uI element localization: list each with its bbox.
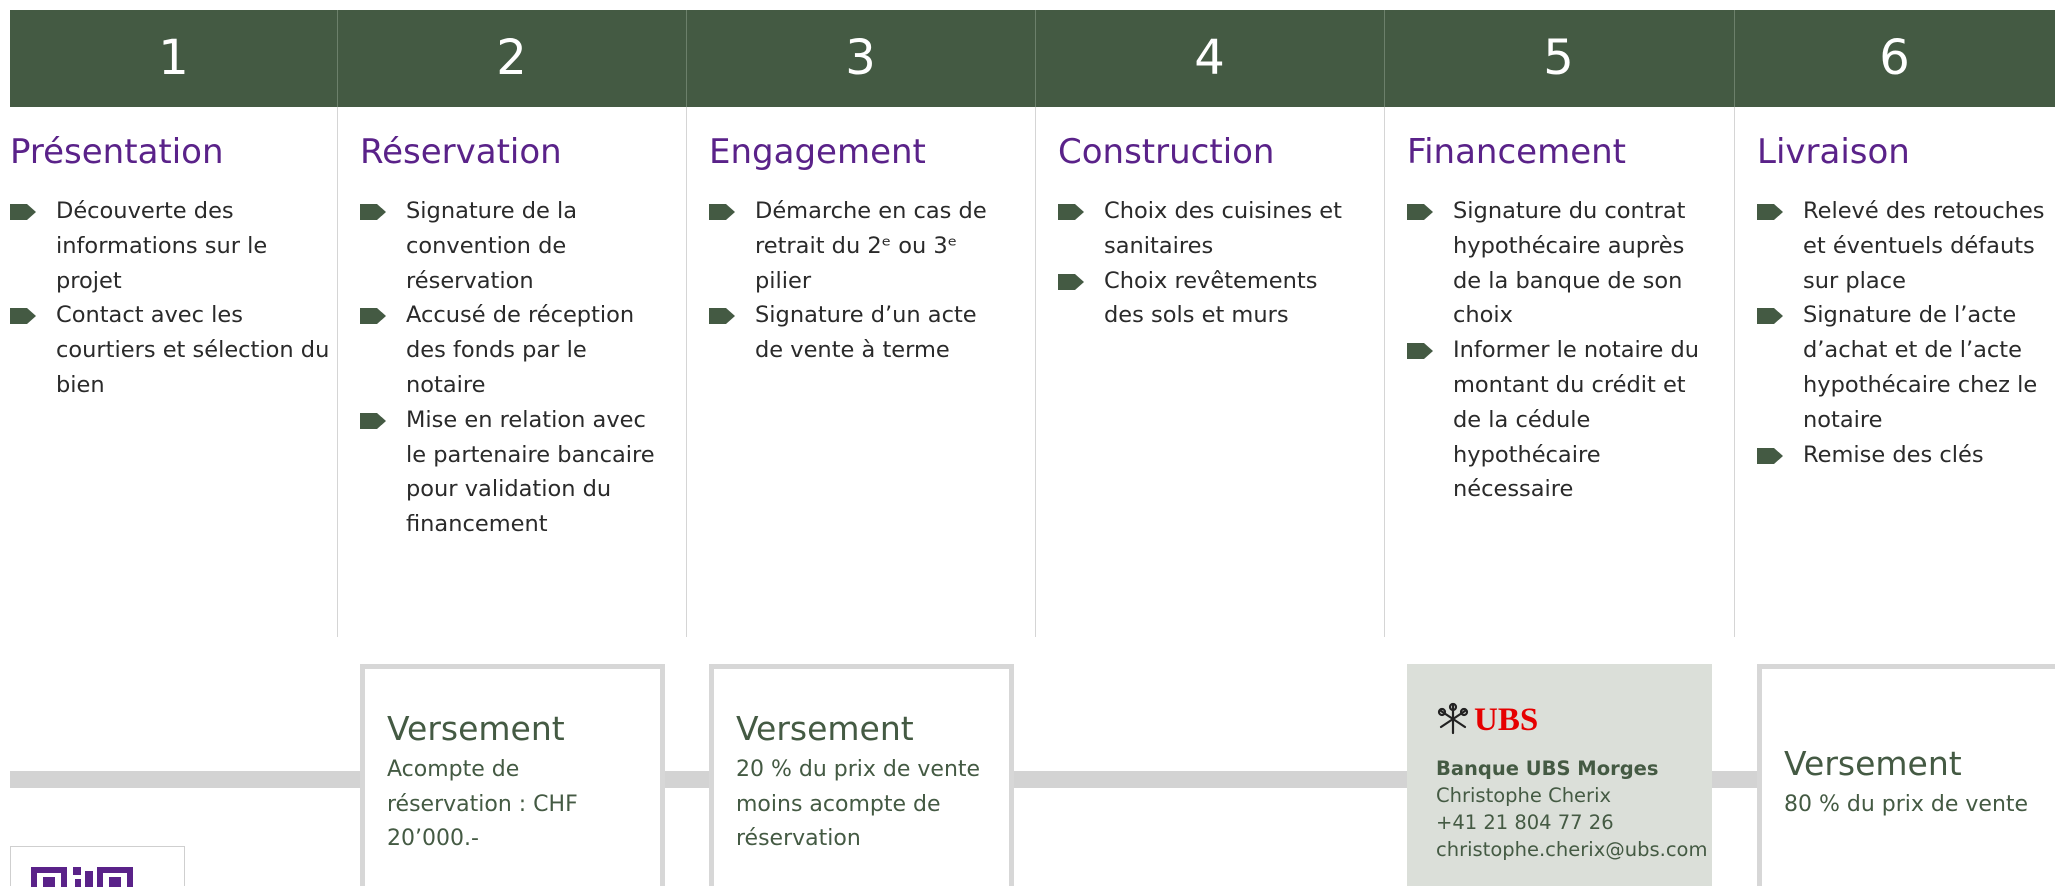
header-divider <box>1734 10 1735 107</box>
list-item: Signature de la convention de réservatio… <box>360 194 660 298</box>
timeline-segment <box>665 771 715 788</box>
bank-name: Banque UBS Morges <box>1436 757 1659 780</box>
step-title: Réservation <box>360 132 562 172</box>
contact-email[interactable]: christophe.cherix@ubs.com <box>1436 838 1708 861</box>
header-divider <box>686 10 687 107</box>
header-divider <box>1384 10 1385 107</box>
step-number: 2 <box>496 30 527 86</box>
step-title: Construction <box>1058 132 1275 172</box>
step-bullet-list: Signature du contrat hypothécaire auprès… <box>1407 194 1707 507</box>
tag-arrow-icon <box>1407 204 1433 220</box>
timeline-segment <box>10 771 363 788</box>
bank-contact-card: UBS Banque UBS Morges Christophe Cherix … <box>1407 664 1712 886</box>
list-item: Signature d’un acte de vente à terme <box>709 298 1009 368</box>
payment-box-engagement: Versement 20 % du prix de vente moins ac… <box>709 664 1014 886</box>
tag-arrow-icon <box>360 204 386 220</box>
step-bullet-list: Relevé des retouches et éventuels défaut… <box>1757 194 2055 472</box>
step-column-1: 1 Présentation Découverte des informatio… <box>10 10 337 637</box>
tag-arrow-icon <box>360 308 386 325</box>
tag-arrow-icon <box>1757 447 1783 464</box>
list-item: Choix revêtements des sols et murs <box>1058 264 1358 334</box>
column-divider <box>1734 10 1735 637</box>
step-bullet-list: Découverte des informations sur le proje… <box>10 194 337 403</box>
tag-arrow-icon <box>1757 308 1783 325</box>
payment-title: Versement <box>1784 744 1962 783</box>
step-column-2: 2 Réservation Signature de la convention… <box>360 10 660 637</box>
ubs-keys-icon <box>1437 702 1469 735</box>
header-divider <box>337 10 338 107</box>
step-column-3: 3 Engagement Démarche en cas de retrait … <box>709 10 1009 637</box>
step-column-4: 4 Construction Choix des cuisines et san… <box>1058 10 1358 637</box>
tag-arrow-icon <box>1058 204 1084 220</box>
list-item: Accusé de réception des fonds par le not… <box>360 298 660 402</box>
list-item: Contact avec les courtiers et sélection … <box>10 298 337 402</box>
tag-arrow-icon <box>709 204 735 220</box>
column-divider <box>686 10 687 637</box>
column-divider <box>337 10 338 637</box>
step-title: Livraison <box>1757 132 1910 172</box>
payment-text: Acompte de réservation : CHF 20’000.- <box>387 757 578 851</box>
step-number: 3 <box>845 30 876 86</box>
bank-info: Banque UBS Morges Christophe Cherix +41 … <box>1436 755 1707 863</box>
step-number: 1 <box>158 30 189 86</box>
step-bullet-list: Démarche en cas de retrait du 2ᵉ ou 3ᵉ p… <box>709 194 1009 368</box>
payment-box-reservation: Versement Acompte de réservation : CHF 2… <box>360 664 665 886</box>
steps-header-bar <box>10 10 2055 107</box>
tag-arrow-icon <box>360 412 386 429</box>
tag-arrow-icon <box>1058 273 1084 290</box>
contact-name: Christophe Cherix <box>1436 784 1612 807</box>
column-divider <box>1035 10 1036 637</box>
list-item: Remise des clés <box>1757 438 2055 473</box>
timeline-segment <box>1712 771 1764 788</box>
qr-code-icon[interactable] <box>10 846 185 887</box>
payment-text: 80 % du prix de vente <box>1784 792 2029 817</box>
step-number: 6 <box>1879 30 1910 86</box>
list-item: Choix des cuisines et sanitaires <box>1058 194 1358 264</box>
payment-title: Versement <box>736 709 914 748</box>
tag-arrow-icon <box>1407 343 1433 360</box>
step-column-6: 6 Livraison Relevé des retouches et éven… <box>1757 10 2055 637</box>
step-bullet-list: Signature de la convention de réservatio… <box>360 194 660 542</box>
tag-arrow-icon <box>10 308 36 325</box>
timeline-segment <box>1014 771 1407 788</box>
step-title: Financement <box>1407 132 1626 172</box>
list-item: Relevé des retouches et éventuels défaut… <box>1757 194 2055 298</box>
step-title: Engagement <box>709 132 926 172</box>
list-item: Mise en relation avec le partenaire banc… <box>360 403 660 542</box>
contact-phone[interactable]: +41 21 804 77 26 <box>1436 811 1614 834</box>
tag-arrow-icon <box>1757 204 1783 220</box>
step-column-5: 5 Financement Signature du contrat hypot… <box>1407 10 1707 637</box>
ubs-logo-text: UBS <box>1474 702 1539 738</box>
tag-arrow-icon <box>10 204 36 220</box>
step-number: 4 <box>1194 30 1225 86</box>
step-bullet-list: Choix des cuisines et sanitaires Choix r… <box>1058 194 1358 333</box>
tag-arrow-icon <box>709 308 735 325</box>
step-title: Présentation <box>10 132 224 172</box>
list-item: Informer le notaire du montant du crédit… <box>1407 333 1707 507</box>
header-divider <box>1035 10 1036 107</box>
column-divider <box>1384 10 1385 637</box>
ubs-logo: UBS <box>1436 702 1538 738</box>
list-item: Découverte des informations sur le proje… <box>10 194 337 298</box>
payment-title: Versement <box>387 709 565 748</box>
list-item: Signature de l’acte d’achat et de l’acte… <box>1757 298 2055 437</box>
step-number: 5 <box>1543 30 1574 86</box>
list-item: Démarche en cas de retrait du 2ᵉ ou 3ᵉ p… <box>709 194 1009 298</box>
payment-text: 20 % du prix de vente moins acompte de r… <box>736 757 981 851</box>
payment-box-delivery: Versement 80 % du prix de vente <box>1757 664 2055 886</box>
list-item: Signature du contrat hypothécaire auprès… <box>1407 194 1707 333</box>
